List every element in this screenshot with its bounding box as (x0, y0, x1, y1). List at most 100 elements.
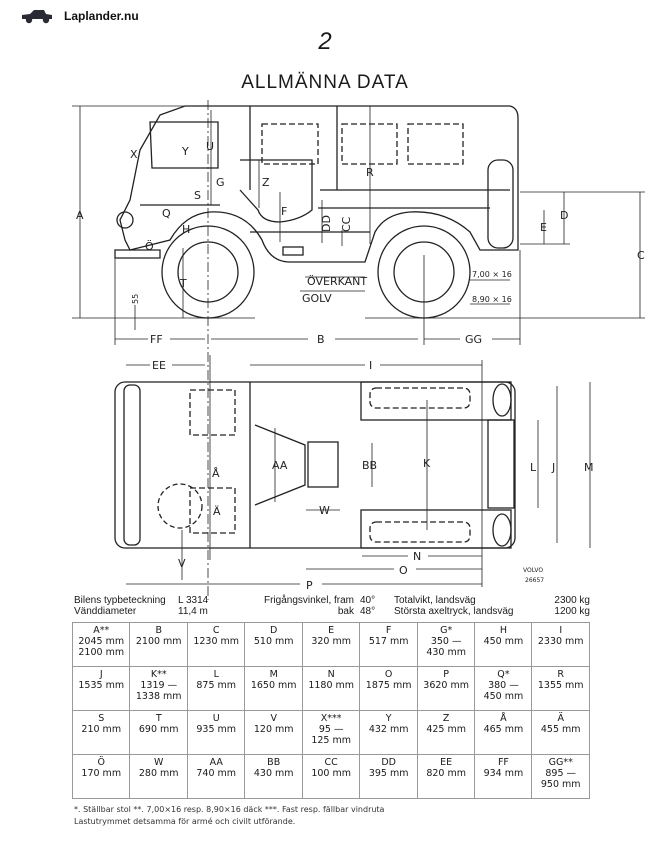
dimension-key: T (155, 713, 162, 724)
dim-label-a-ring: Å (212, 467, 220, 480)
windscreen (149, 121, 219, 169)
dimension-key: E (328, 625, 335, 636)
dim-label-c: C (637, 249, 645, 262)
dim-label-l: L (530, 461, 537, 474)
side-view-drawing: A X Y U Z G S R Q H F DD CC D E C T Ö 55… (72, 100, 645, 600)
dimension-value: 1319 — 1338 mm (135, 680, 182, 702)
dimension-key: X*** (320, 713, 342, 724)
dimension-key: G* (440, 625, 453, 636)
footnote-cargo: Lastutrymmet detsamma för armé och civil… (74, 817, 296, 826)
dim-label-55: 55 (131, 294, 140, 304)
dimension-value: 210 mm (81, 724, 122, 735)
page-title: ALLMÄNNA DATA (241, 72, 409, 93)
dimension-cell: A**2045 mm 2100 mm (71, 622, 131, 667)
dimension-value: 2330 mm (537, 636, 584, 647)
dim-label-b: B (317, 333, 325, 346)
tyre-size-700: 7,00 × 16 (472, 270, 512, 279)
dimension-key: Ä (557, 713, 564, 724)
dim-label-v: V (178, 557, 186, 570)
dimension-cell: X***95 — 125 mm (301, 710, 361, 755)
dim-label-dd: DD (320, 215, 333, 232)
angle-front-value: 40° (360, 595, 376, 606)
dim-label-k: K (423, 457, 431, 470)
dimension-value: 3620 mm (423, 680, 469, 691)
dimension-value: 690 mm (138, 724, 179, 735)
dimension-value: 895 — 950 mm (540, 768, 581, 790)
angle-front-label: Frigångsvinkel, fram (263, 595, 354, 606)
dimension-key: U (212, 713, 220, 724)
dimension-key: J (99, 669, 103, 680)
dimension-key: M (269, 669, 278, 680)
dimension-value: 350 — 430 mm (426, 636, 466, 658)
tyre-size-890: 8,90 × 16 (472, 295, 512, 304)
dim-label-r: R (366, 166, 374, 179)
jeep-logo-icon (22, 10, 52, 24)
dimension-key: DD (381, 757, 396, 768)
dimension-key: L (213, 669, 219, 680)
type-value: L 3314 (178, 595, 209, 606)
dim-label-gg: GG (465, 333, 482, 346)
dim-label-p: P (306, 579, 313, 592)
dim-label-o-uml: Ö (145, 240, 154, 253)
dimension-key: GG** (548, 757, 573, 768)
side-view-labels: A X Y U Z G S R Q H F DD CC D E C T Ö 55… (76, 140, 645, 346)
dim-label-n: N (413, 550, 421, 563)
dimension-key: CC (324, 757, 338, 768)
dimension-cell: G*350 — 430 mm (416, 622, 476, 667)
dimension-key: P (443, 669, 450, 680)
dimension-key: H (499, 625, 507, 636)
dimension-key: FF (497, 757, 509, 768)
dim-label-x: X (130, 148, 138, 161)
site-name: Laplander.nu (64, 9, 139, 23)
dimension-value: 395 mm (368, 768, 409, 779)
page-number: 2 (318, 28, 332, 55)
footnotes: *. Ställbar stol **. 7,00×16 resp. 8,90×… (74, 804, 384, 828)
dim-label-ee: EE (152, 359, 166, 372)
dimension-cell: Q*380 — 450 mm (474, 666, 533, 711)
site-logo[interactable]: Laplander.nu (20, 8, 139, 24)
turn-label: Vänddiameter (74, 606, 137, 617)
dimension-cell: GG**895 — 950 mm (531, 754, 590, 799)
top-view-drawing (114, 381, 516, 549)
dimension-value: 934 mm (483, 768, 524, 779)
dim-label-aa: AA (272, 459, 288, 472)
drawing-number: 26657 (525, 577, 544, 584)
dim-label-h: H (182, 223, 190, 236)
dimension-value: 1535 mm (78, 680, 125, 691)
floor-label-overkant: ÖVERKANT (307, 275, 367, 288)
angle-rear-label: bak (337, 606, 354, 617)
dimension-value: 170 mm (81, 768, 122, 779)
spare-wheel (487, 159, 514, 249)
dimension-value: 2100 mm (135, 636, 182, 647)
weight-label: Totalvikt, landsväg (394, 595, 476, 606)
type-label: Bilens typbeteckning (74, 595, 166, 606)
dimension-value: 465 mm (483, 724, 524, 735)
maker-label: VOLVO (523, 567, 543, 574)
dimension-key: Ö (97, 757, 105, 768)
dimension-key: N (327, 669, 335, 680)
